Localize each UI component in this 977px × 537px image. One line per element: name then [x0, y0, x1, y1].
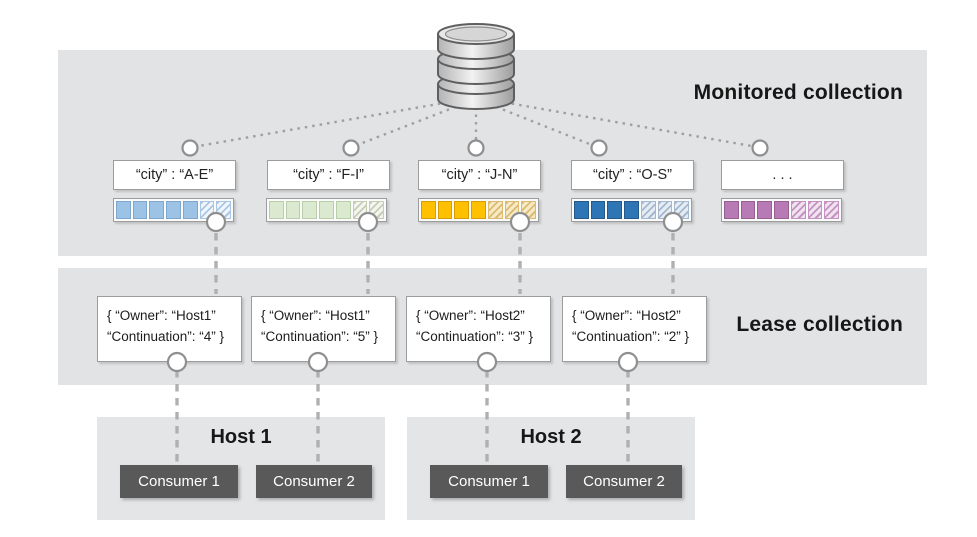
partition-segment-hatched: [199, 201, 215, 219]
partition-segment-hatched: [504, 201, 520, 219]
lease-doc-4: { “Owner”: “Host2” “Continuation”: “2” }: [562, 296, 707, 362]
partition-segment-hatched: [216, 201, 232, 219]
partition-label-text: . . .: [772, 167, 793, 183]
lease-doc-2: { “Owner”: “Host1” “Continuation”: “5” }: [251, 296, 396, 362]
host-2-consumer-1: Consumer 1: [430, 465, 548, 498]
host-1-consumer-1: Consumer 1: [120, 465, 238, 498]
partition-segment-solid: [757, 201, 773, 219]
partition-segment-solid: [624, 201, 639, 219]
partition-label-ellipsis: . . .: [721, 160, 844, 190]
host-2-consumer-2: Consumer 2: [566, 465, 682, 498]
partition-bar-o-s: [571, 198, 692, 222]
partition-segment-solid: [774, 201, 789, 219]
partition-label-text: “city” : “A-E”: [135, 167, 214, 183]
partition-segment-hatched: [790, 201, 806, 219]
partition-segment-solid: [590, 201, 606, 219]
host-1-title: Host 1: [210, 426, 272, 448]
partition-bar-j-n: [418, 198, 539, 222]
partition-bar-a-e: [113, 198, 234, 222]
partition-label-a-e: “city” : “A-E”: [113, 160, 236, 190]
host-2-box: Host 2 Consumer 1 Consumer 2: [407, 417, 695, 520]
partition-segment-hatched: [352, 201, 368, 219]
consumer-label: Consumer 2: [583, 473, 665, 490]
partition-segment-solid: [319, 201, 334, 219]
partition-segment-solid: [454, 201, 470, 219]
partition-segment-solid: [269, 201, 284, 219]
partition-label-text: “city” : “O-S”: [593, 167, 672, 183]
lease-owner-text: { “Owner”: “Host1”: [107, 308, 216, 323]
partition-label-text: “city” : “J-N”: [441, 167, 518, 183]
partition-segment-hatched: [369, 201, 385, 219]
partition-bar-ellipsis: [721, 198, 842, 222]
partition-segment-solid: [421, 201, 436, 219]
partition-segment-solid: [285, 201, 301, 219]
partition-segment-solid: [574, 201, 589, 219]
lease-owner-text: { “Owner”: “Host2”: [572, 308, 681, 323]
partition-segment-solid: [166, 201, 181, 219]
partition-segment-solid: [740, 201, 756, 219]
monitored-collection-title: Monitored collection: [693, 81, 903, 104]
partition-segment-solid: [607, 201, 623, 219]
partition-segment-hatched: [807, 201, 823, 219]
partition-label-o-s: “city” : “O-S”: [571, 160, 694, 190]
partition-segment-hatched: [657, 201, 673, 219]
lease-owner-text: { “Owner”: “Host1”: [261, 308, 370, 323]
monitored-collection-band: Monitored collection: [58, 50, 927, 256]
consumer-label: Consumer 1: [138, 473, 220, 490]
lease-collection-title: Lease collection: [736, 313, 903, 336]
partition-label-text: “city” : “F-I”: [293, 167, 364, 183]
partition-segment-solid: [132, 201, 148, 219]
partition-label-j-n: “city” : “J-N”: [418, 160, 541, 190]
partition-segment-hatched: [674, 201, 690, 219]
partition-bar-f-i: [266, 198, 387, 222]
lease-continuation-text: “Continuation”: “4” }: [107, 329, 225, 344]
partition-segment-solid: [437, 201, 453, 219]
host-1-box: Host 1 Consumer 1 Consumer 2: [97, 417, 385, 520]
consumer-label: Consumer 2: [273, 473, 355, 490]
partition-label-f-i: “city” : “F-I”: [267, 160, 390, 190]
partition-segment-solid: [471, 201, 486, 219]
consumer-label: Consumer 1: [448, 473, 530, 490]
host-2-title: Host 2: [520, 426, 582, 448]
partition-segment-solid: [182, 201, 198, 219]
lease-continuation-text: “Continuation”: “2” }: [572, 329, 690, 344]
lease-continuation-text: “Continuation”: “5” }: [261, 329, 379, 344]
host-1-consumer-2: Consumer 2: [256, 465, 372, 498]
partition-segment-solid: [724, 201, 739, 219]
partition-segment-hatched: [640, 201, 656, 219]
lease-continuation-text: “Continuation”: “3” }: [416, 329, 534, 344]
partition-segment-hatched: [824, 201, 840, 219]
partition-segment-hatched: [521, 201, 537, 219]
lease-doc-1: { “Owner”: “Host1” “Continuation”: “4” }: [97, 296, 242, 362]
partition-segment-solid: [116, 201, 131, 219]
partition-segment-hatched: [487, 201, 503, 219]
lease-doc-3: { “Owner”: “Host2” “Continuation”: “3” }: [406, 296, 551, 362]
partition-segment-solid: [335, 201, 351, 219]
partition-segment-solid: [302, 201, 318, 219]
partition-segment-solid: [149, 201, 165, 219]
lease-owner-text: { “Owner”: “Host2”: [416, 308, 525, 323]
